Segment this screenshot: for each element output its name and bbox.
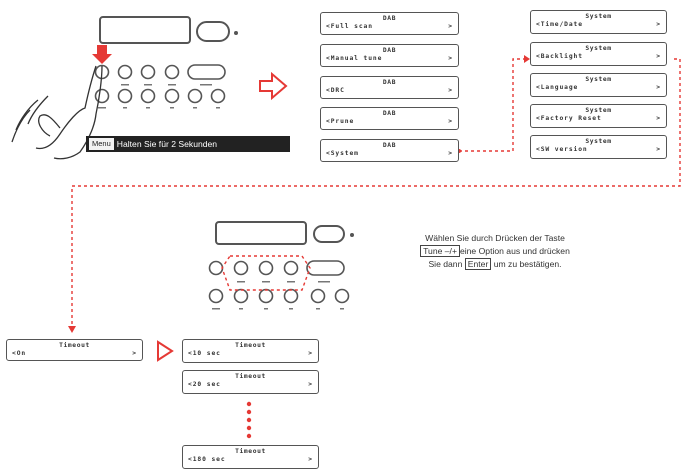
screen-arrow: > [308,456,312,463]
menu-hold-text: Halten Sie für 2 Sekunden [116,139,218,149]
screen-title: System [585,45,612,52]
screen-arrow: > [656,84,660,91]
dab-screen-manual-tune: DAB <Manual tune > [320,44,459,67]
screen-arrow: > [448,55,452,62]
highlight-keys-outline [221,255,311,291]
dab-screen-system: DAB <System > [320,139,459,162]
screen-title: DAB [382,79,397,86]
radio-knob [196,21,230,42]
screen-arrow: > [656,146,660,153]
screen-arrow: > [448,23,452,30]
system-screen-time-date: System <Time/Date > [530,10,667,34]
menu-key-label: Menu [89,138,114,150]
screen-value: <20 sec [188,381,221,388]
screen-title: DAB [382,47,397,54]
timeout-screen-on: Timeout <On > [6,339,143,361]
instruction-line-3-before: Sie dann [428,259,463,269]
instruction-line-2: Tune –/+eine Option aus und drücken [366,245,624,258]
instruction-line-1: Wählen Sie durch Drücken der Taste [425,233,565,243]
dab-screen-drc: DAB <DRC > [320,76,459,99]
next-step-arrow-icon [259,71,288,101]
screen-value: <180 sec [188,456,226,463]
screen-value: <Prune [326,118,355,125]
radio-display [99,16,191,44]
timeout-screen-180-sec: Timeout <180 sec > [182,445,319,469]
radio-panel-top [11,16,238,160]
screen-arrow: > [308,350,312,357]
timeout-screen-20-sec: Timeout <20 sec > [182,370,319,394]
screen-arrow: > [132,350,136,357]
screen-value: <SW version [536,146,588,153]
screen-value: <Backlight [536,53,583,60]
radio-indicator-dot [234,31,238,35]
screen-title: System [585,138,612,145]
instruction-line-3: Sie dann Enter um zu bestätigen. [366,258,624,271]
screen-arrow: > [308,381,312,388]
screen-value: <Factory Reset [536,115,602,122]
enter-key-label: Enter [464,258,492,270]
screen-value: <Language [536,84,579,91]
system-screen-backlight: System <Backlight > [530,42,667,66]
screen-arrow: > [656,21,660,28]
screen-title: DAB [382,15,397,22]
system-screen-factory-reset: System <Factory Reset > [530,104,667,128]
screen-title: System [585,107,612,114]
screen-value: <DRC [326,87,345,94]
screen-title: Timeout [235,448,266,455]
instruction-text: Wählen Sie durch Drücken der Taste Tune … [366,232,624,271]
screen-title: System [585,76,612,83]
instruction-line-3-after: um zu bestätigen. [493,259,562,269]
screen-value: <Time/Date [536,21,583,28]
screen-title: Timeout [59,342,90,349]
screen-arrow: > [448,150,452,157]
screen-value: <Manual tune [326,55,383,62]
dab-screen-prune: DAB <Prune > [320,107,459,130]
screen-title: System [585,13,612,20]
dab-screen-full-scan: DAB <Full scan > [320,12,459,35]
instruction-line-2-text: eine Option aus und drücken [459,246,570,256]
tune-key-label: Tune –/+ [420,245,460,257]
screen-arrow: > [656,53,660,60]
screen-title: Timeout [235,373,266,380]
screen-arrow: > [448,118,452,125]
radio-panel-middle [208,221,354,310]
screen-arrow: > [656,115,660,122]
screen-title: Timeout [235,342,266,349]
screen-title: DAB [382,142,397,149]
screen-value: <System [326,150,359,157]
screen-title: DAB [382,110,397,117]
dashed-connectors [71,58,681,329]
more-options-dots [246,401,252,439]
screen-value: <Full scan [326,23,373,30]
screen-value: <10 sec [188,350,221,357]
options-arrow-icon [157,340,174,362]
screen-arrow: > [448,87,452,94]
press-arrow-icon [97,45,107,54]
system-screen-sw-version: System <SW version > [530,135,667,159]
hand-icon [11,65,103,160]
screen-value: <On [12,350,27,357]
system-screen-language: System <Language > [530,73,667,97]
timeout-screen-10-sec: Timeout <10 sec > [182,339,319,363]
